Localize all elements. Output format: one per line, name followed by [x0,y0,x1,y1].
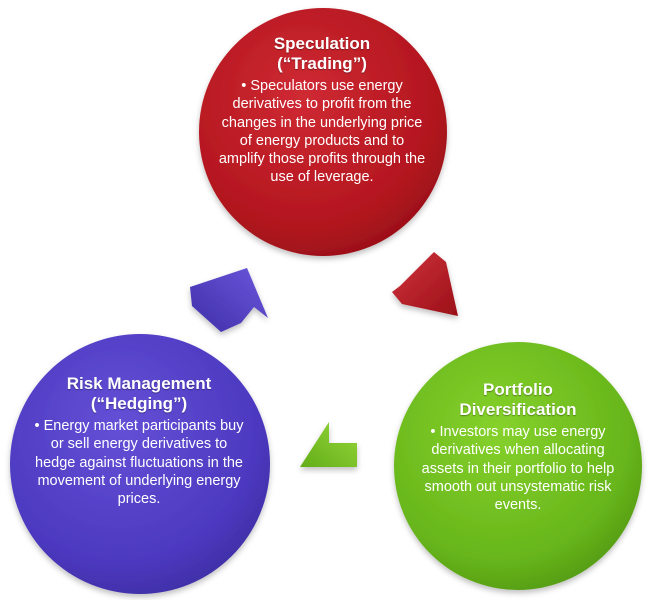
arrow-portfolio-to-hedging [300,422,357,467]
portfolio-description: • Investors may use energy derivatives w… [421,424,615,514]
hedging-circle [10,334,270,594]
speculation-description: • Speculators use energy derivatives to … [218,78,426,186]
portfolio-title: Portfolio Diversification [459,380,577,419]
portfolio-circle [394,342,642,590]
arrow-hedging-to-speculation [190,268,268,332]
speculation-node: Speculation (“Trading”) • Speculators us… [218,34,426,187]
arrow-speculation-to-portfolio [392,252,458,316]
hedging-node: Risk Management (“Hedging”) • Energy mar… [32,374,246,508]
hedging-title: Risk Management (“Hedging”) [66,374,212,413]
speculation-title: Speculation (“Trading”) [273,34,371,73]
portfolio-node: Portfolio Diversification • Investors ma… [420,380,616,514]
hedging-description: • Energy market participants buy or sell… [34,418,244,508]
speculation-circle [199,8,447,256]
